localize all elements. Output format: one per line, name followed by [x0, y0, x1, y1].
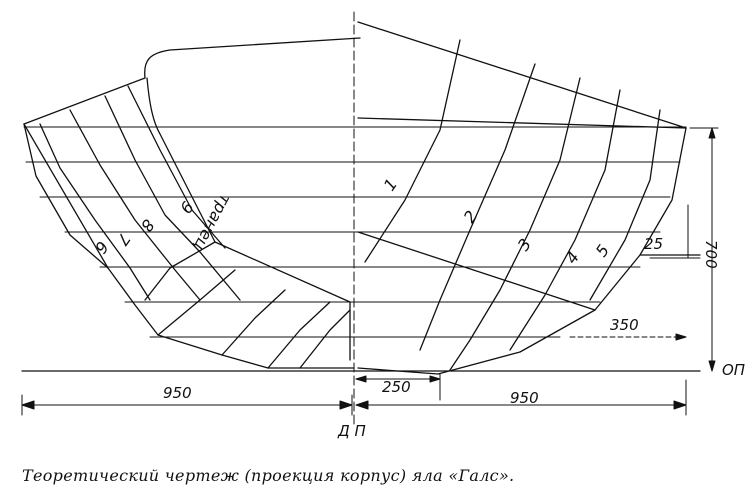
stern-sections	[23, 37, 361, 369]
dimension-lines	[21, 127, 719, 416]
station-1-label: 1	[380, 175, 401, 194]
body-plan-drawing: 1 2 3 4 5 6 7 8 9 транец 950 950 250 350…	[21, 11, 745, 440]
dimension-labels: 950 950 250 350 25 700 ОП Д П	[163, 235, 745, 440]
station-3-label: 3	[514, 235, 535, 254]
transom-label: транец	[190, 191, 235, 253]
station-labels: 1 2 3 4 5 6 7 8 9 транец	[91, 175, 613, 267]
waterlines	[21, 126, 701, 372]
station-6-label: 6	[91, 238, 112, 257]
figure-caption: Теоретический чертеж (проекция корпус) я…	[22, 466, 515, 485]
station-2-label: 2	[460, 207, 481, 226]
dim-right-950: 950	[510, 389, 539, 407]
dim-25: 25	[644, 235, 663, 253]
station-4-label: 4	[562, 248, 583, 267]
centerline-label: Д П	[337, 422, 366, 440]
bow-sections	[357, 21, 701, 375]
dim-left-950: 950	[163, 384, 192, 402]
station-7-label: 7	[112, 230, 134, 250]
baseline-label: ОП	[722, 361, 745, 379]
dim-250: 250	[382, 378, 411, 396]
dim-700: 700	[702, 240, 720, 269]
station-5-label: 5	[592, 241, 613, 260]
dim-350: 350	[610, 316, 639, 334]
